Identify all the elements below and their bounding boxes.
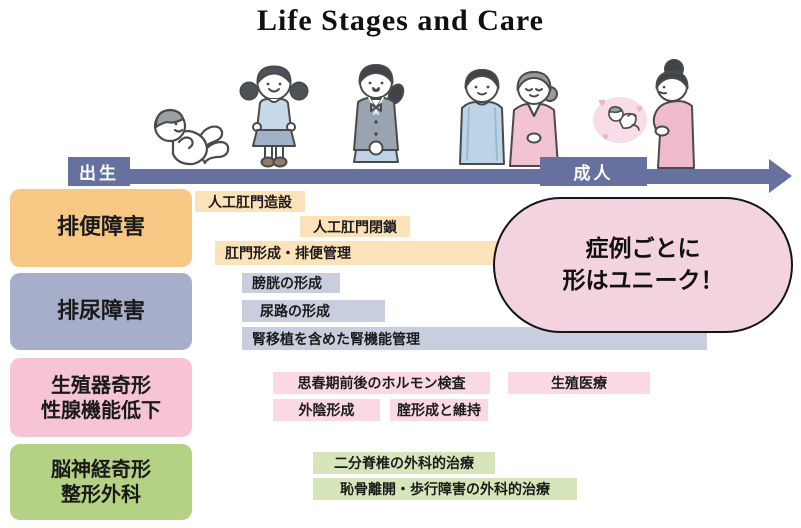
svg-text:♥: ♥ [602, 133, 609, 142]
bar-bladder-formation: 膀胱の形成 [242, 273, 340, 293]
timeline-adult-label: 成人 [540, 157, 647, 186]
pregnant-woman-illustration: ♥ ♥ ♥ [592, 56, 710, 172]
page-title: Life Stages and Care [257, 4, 544, 37]
unique-case-callout: 症例ごとに 形はユニーク！ [493, 197, 793, 333]
bar-hormone-tests-around-puberty: 思春期前後のホルモン検査 [273, 372, 490, 394]
callout-line1: 症例ごとに [585, 234, 701, 262]
category-label-line2: 性腺機能低下 [41, 397, 161, 422]
category-label: 排便障害 [56, 214, 145, 241]
timeline-arrowhead-icon [769, 159, 792, 193]
baby-illustration [143, 98, 238, 173]
adult-couple-illustration [446, 62, 574, 168]
category-neuro-orthopedic: 脳神経奇形 整形外科 [10, 444, 192, 520]
category-urinary-dysfunction: 排尿障害 [10, 273, 192, 350]
child-illustration [238, 58, 310, 172]
timeline-birth-label: 出生 [68, 157, 130, 186]
svg-text:♥: ♥ [598, 99, 606, 109]
category-label-line2: 整形外科 [61, 482, 141, 506]
bar-spina-bifida-surgery: 二分脊椎の外科的治療 [313, 452, 495, 474]
bar-vulvoplasty: 外陰形成 [273, 399, 380, 421]
bar-vaginoplasty-maintenance: 腟形成と維持 [390, 399, 488, 421]
svg-text:♥: ♥ [636, 105, 643, 114]
callout-line2: 形はユニーク！ [562, 267, 724, 294]
category-bowel-dysfunction: 排便障害 [10, 189, 192, 267]
bar-colostomy-closure: 人工肛門閉鎖 [300, 216, 410, 237]
category-label-line1: 生殖器奇形 [51, 372, 151, 397]
category-label-line1: 脳神経奇形 [51, 457, 151, 481]
bar-pubic-diastasis-gait-surgery: 恥骨離開・歩行障害の外科的治療 [313, 478, 577, 500]
category-label: 排尿障害 [56, 297, 145, 324]
bar-urinary-tract-formation: 尿路の形成 [242, 300, 385, 322]
bar-colostomy-creation: 人工肛門造設 [195, 191, 305, 212]
student-illustration [338, 56, 414, 172]
category-genital-malformation: 生殖器奇形 性腺機能低下 [10, 358, 192, 437]
bar-reproductive-medicine: 生殖医療 [508, 372, 650, 394]
bar-anoplasty-bowel-management: 肛門形成・排便管理 [215, 241, 515, 265]
